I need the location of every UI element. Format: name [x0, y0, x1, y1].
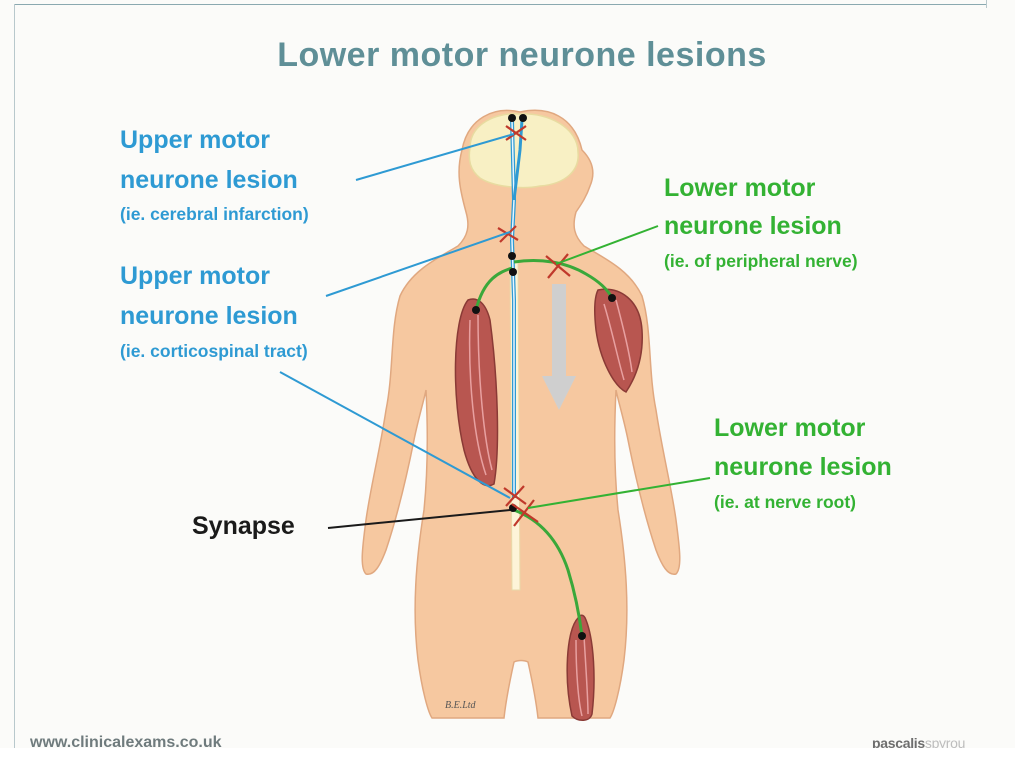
brain [469, 114, 578, 188]
umn-cerebral-line2: neurone lesion [120, 168, 298, 193]
frame-bottom-strip [0, 748, 1015, 762]
umn-tract-line2: neurone lesion [120, 304, 298, 329]
umn-tract-line1: Upper motor [120, 264, 270, 289]
lmn-peripheral-line2: neurone lesion [664, 214, 842, 239]
lmn-root-line2: neurone lesion [714, 455, 892, 480]
illustration-credit: B.E.Ltd [445, 700, 476, 711]
lmn-root-sub: (ie. at nerve root) [714, 494, 856, 512]
umn-cerebral-line1: Upper motor [120, 128, 270, 153]
umn-tract-sub: (ie. corticospinal tract) [120, 343, 308, 361]
synapse-label: Synapse [192, 514, 295, 539]
lmn-root-line1: Lower motor [714, 416, 865, 441]
lmn-peripheral-line1: Lower motor [664, 176, 815, 201]
lmn-peripheral-sub: (ie. of peripheral nerve) [664, 253, 858, 271]
body-silhouette [362, 110, 680, 718]
umn-cerebral-sub: (ie. cerebral infarction) [120, 206, 309, 224]
